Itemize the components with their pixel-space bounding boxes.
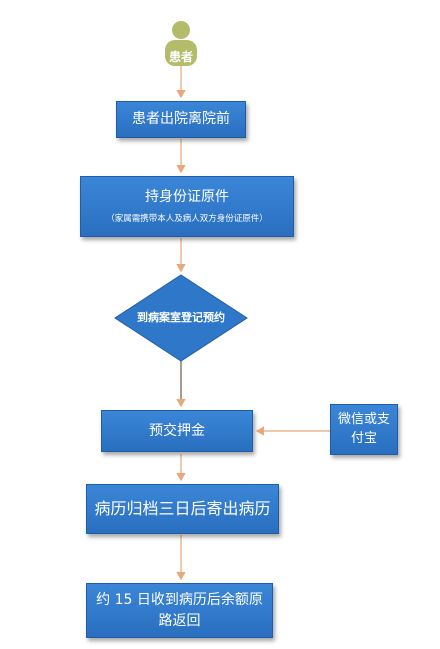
- step-discharge-label: 患者出院离院前: [132, 111, 230, 128]
- patient-person-icon: [163, 20, 199, 68]
- step-id-card-title: 持身份证原件: [145, 189, 229, 206]
- step-refund: 约 15 日收到病历后余额原路返回: [86, 583, 273, 638]
- decision-diamond: [114, 274, 248, 362]
- decision-label: 到病案室登记预约: [137, 311, 225, 324]
- step-deposit: 预交押金: [101, 410, 253, 452]
- step-archive-label: 病历归档三日后寄出病历: [94, 499, 271, 519]
- step-refund-label: 约 15 日收到病历后余额原路返回: [96, 592, 263, 629]
- step-discharge: 患者出院离院前: [116, 101, 246, 138]
- step-deposit-label: 预交押金: [149, 422, 205, 439]
- person-shape-icon: [165, 21, 197, 66]
- payment-method: 微信或支付宝: [330, 404, 398, 455]
- step-id-card: 持身份证原件 （家属需携带本人及病人双方身份证原件）: [80, 176, 294, 237]
- start-label: 患者: [168, 50, 193, 64]
- step-id-card-note: （家属需携带本人及病人双方身份证原件）: [106, 213, 268, 224]
- payment-method-label: 微信或支付宝: [337, 411, 390, 446]
- step-archive: 病历归档三日后寄出病历: [86, 484, 279, 534]
